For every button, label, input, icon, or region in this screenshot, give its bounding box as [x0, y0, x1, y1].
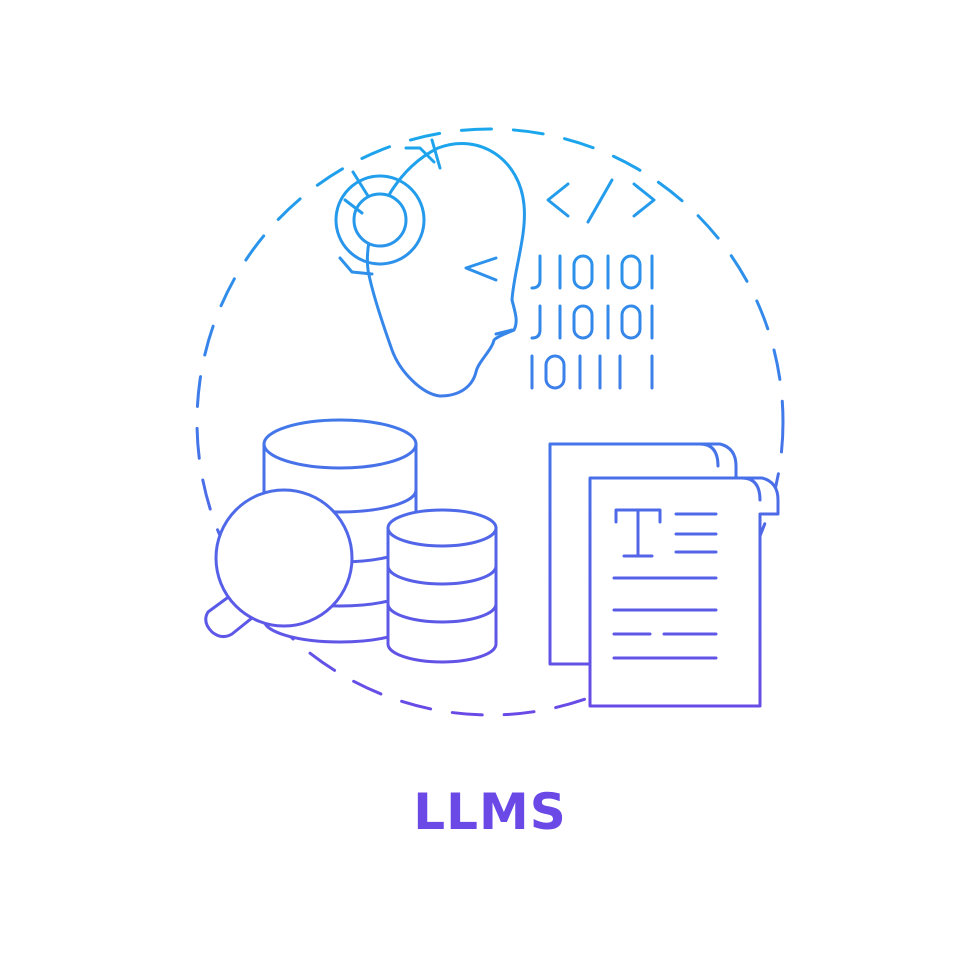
caption-title: LLMS: [413, 783, 567, 841]
robot-head-icon: [334, 138, 526, 398]
small-database-icon: [386, 508, 498, 664]
binary-code-icon: [530, 254, 654, 390]
magnifying-glass-icon: [204, 488, 354, 639]
code-brackets-icon: [546, 178, 656, 224]
text-document-icon: [548, 442, 780, 708]
headphone-ear-icon: [352, 192, 408, 248]
dashed-circle-frame: [195, 127, 785, 717]
